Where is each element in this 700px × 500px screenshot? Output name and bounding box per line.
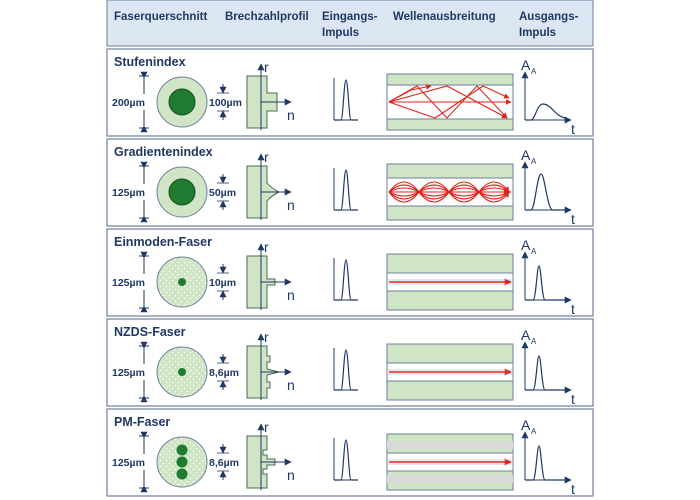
input-pulse-curve bbox=[334, 349, 358, 391]
row-title: Einmoden-Faser bbox=[114, 235, 212, 249]
row-title: PM-Faser bbox=[114, 415, 170, 429]
r-axis-label: r bbox=[264, 149, 269, 165]
outer-diameter-label: 125µm bbox=[112, 367, 145, 379]
row-title: Stufenindex bbox=[114, 55, 186, 69]
t-axis-label: t bbox=[571, 121, 575, 137]
light-ray bbox=[388, 187, 510, 197]
wave-propagation bbox=[386, 73, 514, 131]
r-axis-label: r bbox=[264, 419, 269, 435]
n-axis-label: n bbox=[287, 197, 295, 213]
wave-propagation bbox=[386, 343, 514, 401]
light-ray bbox=[388, 84, 432, 103]
header-ausgangs-line2: Impuls bbox=[519, 27, 556, 39]
t-axis-label: t bbox=[571, 211, 575, 227]
wave-propagation bbox=[386, 253, 514, 311]
stress-zone bbox=[387, 475, 513, 483]
fiber-core bbox=[168, 178, 196, 206]
header-ausgangs-line1: Ausgangs- bbox=[519, 11, 579, 23]
r-axis-label: r bbox=[264, 329, 269, 345]
amplitude-axis-label: A bbox=[521, 237, 531, 253]
input-pulse-curve bbox=[334, 439, 358, 481]
header-faserquerschnitt: Faserquerschnitt bbox=[114, 11, 207, 23]
stress-rod bbox=[176, 444, 188, 456]
header-brechzahlprofil: Brechzahlprofil bbox=[225, 11, 309, 23]
header-row: Faserquerschnitt Brechzahlprofil Eingang… bbox=[106, 0, 594, 47]
light-ray bbox=[388, 85, 508, 119]
amplitude-axis-label: A bbox=[521, 327, 531, 343]
fiber-core bbox=[178, 368, 186, 376]
amplitude-axis-subscript: A bbox=[531, 337, 537, 346]
core-diameter-label: 10µm bbox=[209, 277, 236, 289]
core-diameter-label: 8,6µm bbox=[209, 457, 239, 469]
amplitude-axis-label: A bbox=[521, 147, 531, 163]
output-pulse-curve bbox=[525, 103, 570, 121]
light-ray bbox=[388, 85, 510, 119]
header-wellenausbreitung: Wellenausbreitung bbox=[393, 11, 496, 23]
row-title: Gradientenindex bbox=[114, 145, 213, 159]
output-pulse-curve bbox=[525, 445, 565, 481]
t-axis-label: t bbox=[571, 481, 575, 497]
r-axis-label: r bbox=[264, 59, 269, 75]
n-axis-label: n bbox=[287, 287, 295, 303]
core-diameter-label: 8,6µm bbox=[209, 367, 239, 379]
t-axis-label: t bbox=[571, 391, 575, 407]
input-pulse-curve bbox=[334, 169, 358, 211]
input-pulse-curve bbox=[334, 259, 358, 301]
n-axis-label: n bbox=[287, 377, 295, 393]
wave-propagation bbox=[386, 163, 514, 221]
n-axis-label: n bbox=[287, 467, 295, 483]
output-pulse-curve bbox=[525, 355, 565, 391]
header-eingangs-line1: Eingangs- bbox=[322, 11, 378, 23]
stress-zone bbox=[387, 441, 513, 449]
output-pulse-curve bbox=[525, 265, 565, 301]
core-diameter-label: 100µm bbox=[209, 97, 242, 109]
t-axis-label: t bbox=[571, 301, 575, 317]
amplitude-axis-subscript: A bbox=[531, 247, 537, 256]
output-pulse-curve bbox=[525, 173, 565, 211]
header-eingangs-line2: Impuls bbox=[322, 27, 359, 39]
wave-propagation bbox=[386, 433, 514, 491]
outer-diameter-label: 125µm bbox=[112, 457, 145, 469]
amplitude-axis-subscript: A bbox=[531, 157, 537, 166]
stress-rod bbox=[176, 468, 188, 480]
input-pulse-curve bbox=[334, 79, 358, 121]
fiber-core bbox=[178, 278, 186, 286]
row-title: NZDS-Faser bbox=[114, 325, 186, 339]
outer-diameter-label: 125µm bbox=[112, 277, 145, 289]
outer-diameter-label: 200µm bbox=[112, 97, 145, 109]
fiber-core bbox=[168, 88, 196, 116]
amplitude-axis-subscript: A bbox=[531, 427, 537, 436]
fiber-core bbox=[176, 456, 188, 468]
core-diameter-label: 50µm bbox=[209, 187, 236, 199]
r-axis-label: r bbox=[264, 239, 269, 255]
outer-diameter-label: 125µm bbox=[112, 187, 145, 199]
amplitude-axis-label: A bbox=[521, 57, 531, 73]
n-axis-label: n bbox=[287, 107, 295, 123]
amplitude-axis-label: A bbox=[521, 417, 531, 433]
amplitude-axis-subscript: A bbox=[531, 67, 537, 76]
